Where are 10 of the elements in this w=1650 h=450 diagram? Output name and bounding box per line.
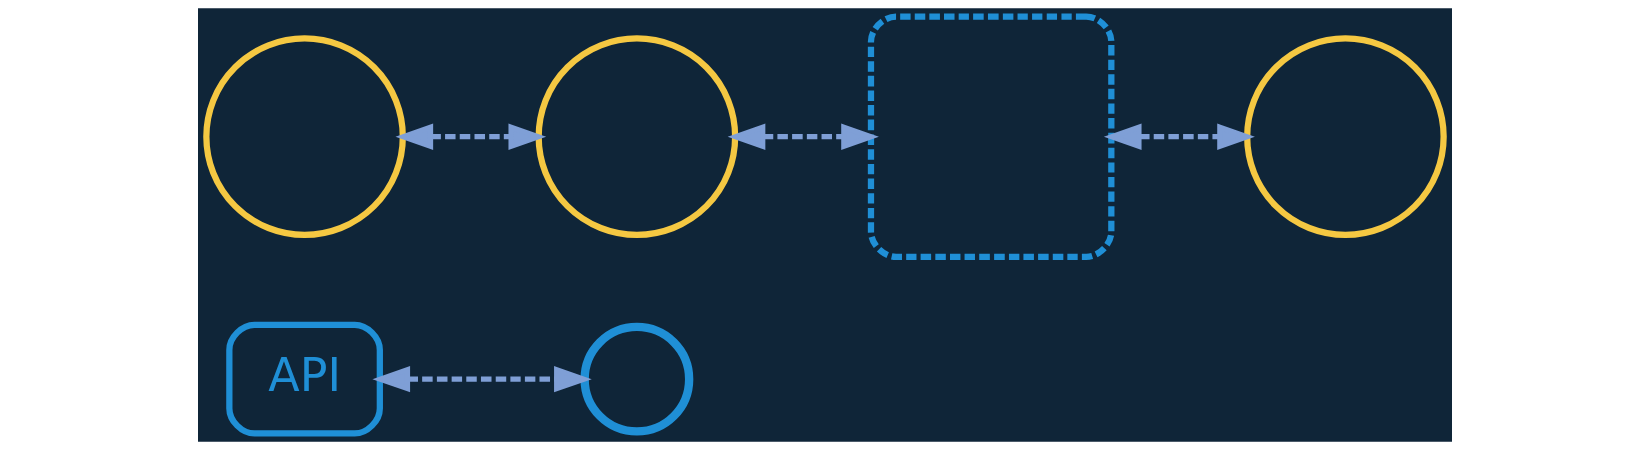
arrow [727,123,879,150]
arrow [1103,123,1255,150]
node-circle [1244,35,1447,239]
arrow [395,123,547,150]
node-box [867,13,1115,260]
node-circle [535,35,739,239]
node-circle [203,35,406,239]
node-circle [580,322,694,436]
node-box: API [226,321,383,437]
arrow [372,365,592,393]
